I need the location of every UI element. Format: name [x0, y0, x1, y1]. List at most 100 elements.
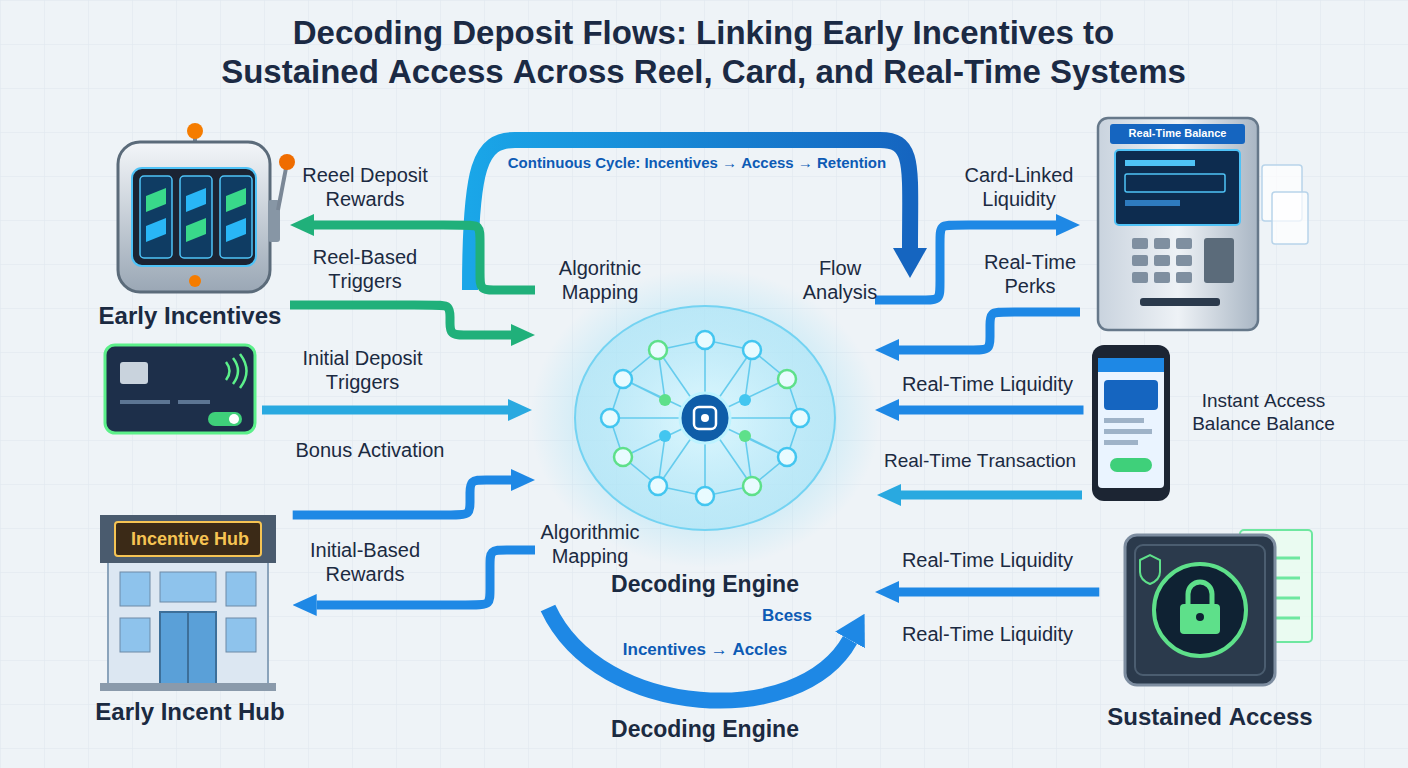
flow-label: Real-Time Transaction — [880, 450, 1080, 473]
slot-machine-icon-part — [226, 218, 246, 242]
decoding-engine-icon-part — [739, 430, 751, 442]
atm-node: Real-Time Balance — [1080, 115, 1275, 337]
process-label: Algorithmic Mapping — [530, 520, 650, 568]
slot-machine-icon-part — [186, 218, 206, 242]
decoding-engine-icon-part — [739, 394, 751, 406]
vault-icon-part — [1154, 564, 1246, 656]
card-icon-part — [178, 400, 210, 404]
building-icon-part — [226, 618, 256, 652]
building-icon-part — [226, 572, 256, 606]
decoding-engine-icon-part — [659, 394, 671, 406]
slot-machine-icon-part — [278, 168, 286, 210]
decoding-engine-icon-part — [601, 409, 619, 427]
decoding-engine-icon-part — [614, 370, 632, 388]
vault-node: Sustained Access — [1099, 515, 1320, 740]
decoding-engine-icon-part — [778, 370, 796, 388]
building-icon-part — [120, 618, 150, 652]
atm-icon-part — [1176, 272, 1192, 283]
edge-label: Card-Linked Liquidity — [960, 163, 1078, 211]
slot-machine-icon-part — [189, 275, 201, 287]
screen-header: Real-Time Balance — [1129, 127, 1227, 140]
node-caption: Sustained Access — [1107, 703, 1312, 732]
atm-icon-part — [1132, 272, 1148, 283]
atm-icon-part — [1132, 238, 1148, 249]
process-label: Algoritnic Mapping — [550, 256, 650, 304]
decoding-engine-icon-part — [610, 340, 800, 496]
phone-node: Instant Access Balance Balance — [1084, 340, 1352, 505]
slot-machine-icon-part — [220, 176, 252, 258]
slot-machine-icon-part — [180, 176, 212, 258]
slot-machine-icon — [118, 123, 295, 292]
atm-icon-part — [1115, 150, 1240, 225]
slot-machine-node: Early Incentives — [90, 118, 290, 340]
slot-machine-icon-part — [279, 154, 295, 170]
vault-icon-part — [1180, 604, 1220, 634]
phone-icon-part — [1098, 358, 1164, 372]
phone-icon — [1092, 345, 1170, 501]
atm-icon-part — [1176, 255, 1192, 266]
atm-icon-part — [1272, 192, 1308, 244]
phone-icon-part — [1110, 458, 1152, 472]
cycle-label: Incentives → Accles — [620, 640, 790, 660]
decoding-engine-icon-part — [778, 448, 796, 466]
atm-icon-part — [1125, 174, 1225, 192]
atm-icon-part — [1204, 238, 1234, 283]
building-icon-part — [187, 612, 189, 685]
slot-machine-icon-part — [132, 168, 256, 266]
slot-machine-icon-part — [186, 188, 206, 212]
vault-icon-part — [1196, 613, 1204, 621]
edge-label: Real-Time Perks — [980, 250, 1080, 298]
edge-label: Initial-Based Rewards — [290, 538, 440, 586]
decoding-engine-icon-part — [743, 341, 761, 359]
node-caption: Early Incentives — [99, 302, 282, 331]
flow-arrow-part — [901, 491, 1082, 500]
title: Decoding Deposit Flows: Linking Early In… — [215, 14, 1192, 92]
flow-label: Initial Deposit Triggers — [285, 346, 440, 394]
decoding-engine-icon — [530, 268, 880, 568]
engine-label: Decoding Engine — [590, 716, 820, 744]
phone-icon-part — [1104, 440, 1138, 445]
building-icon-part — [120, 572, 150, 606]
edge-label: Real-Time Liquidity — [895, 548, 1080, 572]
sign-text: Incentive Hub — [131, 529, 249, 551]
decoding-engine-icon-part — [791, 409, 809, 427]
atm-icon-part — [1125, 160, 1195, 166]
flow-connector — [899, 312, 1080, 350]
card-icon-part — [120, 362, 148, 384]
building-icon-part — [100, 515, 276, 563]
vault-icon-part — [1188, 582, 1212, 606]
decoding-engine-icon-part — [530, 268, 880, 568]
process-label: Flow Analysis — [790, 256, 890, 304]
edge-label: Reel-Based Triggers — [290, 245, 440, 293]
flow-label: Real-Time Liquidity — [895, 622, 1080, 646]
phone-icon-part — [1104, 429, 1152, 434]
decoding-engine-icon-part — [701, 414, 709, 422]
flow-connector — [290, 305, 511, 335]
building-icon-part — [160, 612, 216, 685]
decoding-engine-icon-part — [696, 331, 714, 349]
slot-machine-icon-part — [187, 123, 203, 139]
vault-icon-part — [1140, 555, 1160, 584]
phone-icon-part — [1104, 418, 1144, 423]
atm-icon-part — [1154, 272, 1170, 283]
atm-icon-part — [1125, 200, 1180, 206]
atm-icon-part — [1132, 255, 1148, 266]
card-icon-part — [226, 354, 247, 388]
cycle-label: Bcess — [760, 606, 814, 626]
cycle-label: Continuous Cycle: Incentives → Access → … — [487, 154, 907, 172]
atm-icon — [1098, 118, 1308, 330]
slot-machine-icon-part — [226, 188, 246, 212]
building-icon-part — [100, 683, 276, 691]
slot-machine-icon-part — [140, 176, 172, 258]
slot-machine-icon-part — [146, 188, 166, 212]
atm-icon-part — [1154, 255, 1170, 266]
node-caption: Decoding Engine — [611, 571, 799, 599]
atm-icon-part — [1176, 238, 1192, 249]
atm-icon-part — [1140, 298, 1220, 306]
decoding-engine-icon-part — [649, 477, 667, 495]
node-caption: Instant Access Balance Balance — [1184, 390, 1344, 436]
atm-icon-part — [1098, 118, 1258, 330]
cycle-arc — [470, 140, 910, 701]
